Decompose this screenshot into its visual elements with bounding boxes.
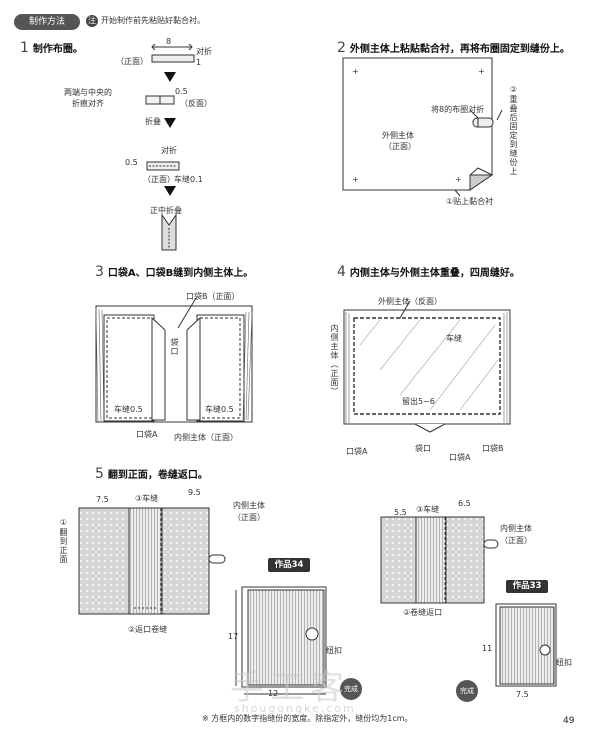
opening-label: 袋口 [170, 338, 179, 356]
fold3-label: 对折 [161, 146, 177, 155]
work33-badge: 作品33 [506, 580, 548, 593]
sew-label-4: 车缝 [446, 334, 462, 343]
dim-05: 0.5 [175, 87, 188, 96]
section-tag: 制作方法 [14, 14, 80, 30]
ends-label: 两端与中央的 [64, 88, 112, 97]
watermark: 手工客 [230, 668, 350, 708]
l-return: ②返口卷缝 [128, 625, 168, 634]
w34-width: 12 [268, 689, 279, 698]
sew05b-label: 车缝0.5 [205, 405, 234, 414]
fold2-label: 折叠 [145, 117, 161, 126]
sew05a-label: 车缝0.5 [114, 405, 143, 414]
center-fold-label: 正中折叠 [150, 206, 182, 215]
l-95: 9.5 [188, 488, 201, 497]
work34-badge: 作品34 [268, 558, 310, 572]
r-inner-front: （正面） [500, 536, 532, 545]
front2-label: （正面） [143, 175, 175, 184]
svg-text:+: + [478, 67, 485, 76]
dim-05b: 0.5 [125, 158, 138, 167]
l-inner-front: （正面） [233, 513, 265, 522]
svg-text:+: + [352, 67, 359, 76]
w33-button: 纽扣 [556, 658, 572, 667]
outer-back-label: 外侧主体（反面） [378, 297, 442, 306]
w34-done: 完成 [340, 678, 362, 700]
l-75: 7.5 [96, 495, 109, 504]
dim-1: 1 [196, 58, 202, 67]
w34-height: 17 [228, 632, 239, 641]
footer-note: ※ 方框内的数字指缝份的宽度。除指定外，缝份均为1cm。 [202, 714, 413, 723]
l-turn: ①翻到正面 [59, 518, 68, 564]
svg-text:+: + [455, 175, 462, 184]
fold-label: 对折 [196, 47, 212, 56]
pocketB-label-4: 口袋B [482, 444, 504, 453]
sew-label: 车缝0.1 [174, 175, 203, 184]
w33-width: 7.5 [516, 690, 529, 699]
ends-label-2: 折痕对齐 [72, 99, 104, 108]
header-note: 开始制作前先粘贴好黏合衬。 [101, 16, 205, 25]
outer-front-label: （正面） [384, 142, 416, 151]
svg-text:+: + [352, 175, 359, 184]
pocketA1-label: 口袋A [346, 447, 368, 456]
pocketB-label: 口袋B（正面） [186, 292, 240, 301]
page-number: 49 [563, 716, 575, 726]
r-65: 6.5 [458, 499, 471, 508]
l-sew: ③车缝 [135, 494, 159, 503]
w33-height: 11 [482, 644, 493, 653]
interfacing-label: ①贴上黏合衬 [446, 197, 494, 206]
r-sew: ③车缝 [416, 505, 440, 514]
r-inner: 内侧主体 [500, 524, 532, 533]
l-inner: 内侧主体 [233, 501, 265, 510]
pocketA-label: 口袋A [136, 430, 158, 439]
w33-done: 完成 [456, 680, 478, 702]
w34-button: 纽扣 [326, 646, 342, 655]
overlap-label: ②重叠后固定到缝份上 [509, 85, 518, 176]
opening-label-4: 袋口 [415, 444, 431, 453]
outer-label: 外侧主体 [382, 131, 414, 140]
back-label: （反面） [180, 99, 212, 108]
loop-label: 将8的布圈对折 [431, 105, 485, 114]
r-return: ②卷缝返口 [403, 608, 443, 617]
watermark-url: shougongke.com [234, 702, 356, 715]
r-55: 5.5 [394, 508, 407, 517]
note-icon: 注 [86, 15, 98, 27]
leave-label: 留出5~6 [402, 397, 435, 406]
front-label: （正面） [116, 57, 148, 66]
inner-vert-label: 内侧主体（正面） [330, 324, 339, 396]
inner-front-label: 内侧主体（正面） [174, 433, 238, 442]
pocketA2-label: 口袋A [449, 453, 471, 462]
dim-8: 8 [166, 37, 172, 46]
